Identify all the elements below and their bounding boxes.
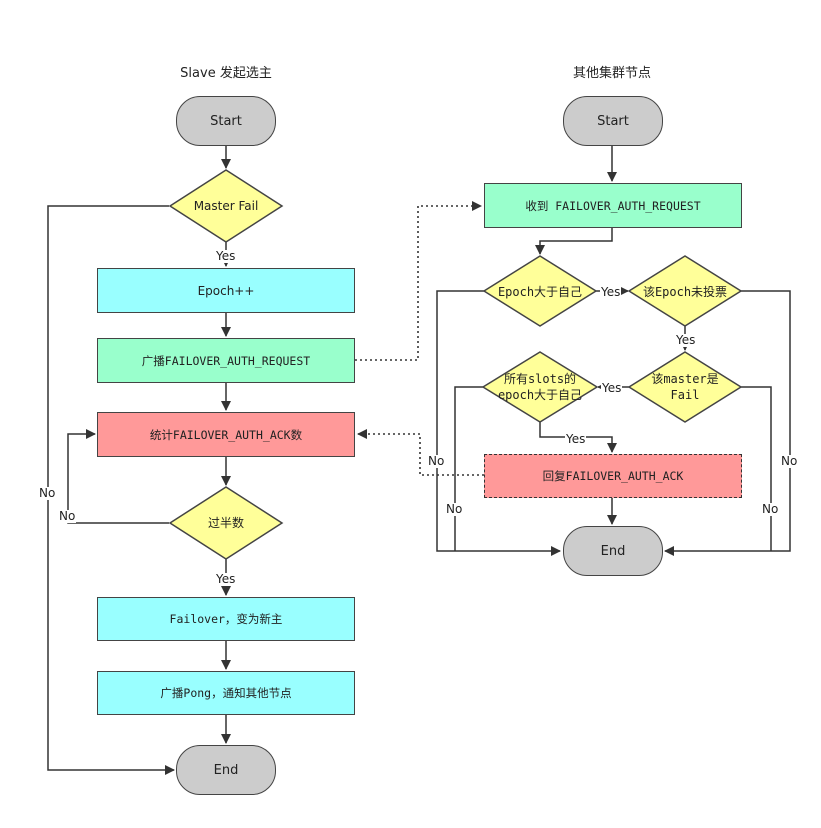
yes-label-master-is-fail: Yes: [601, 381, 623, 395]
count-ack-box: 统计FAILOVER_AUTH_ACK数: [97, 412, 355, 457]
left-title: Slave 发起选主: [180, 66, 272, 81]
edge-epochcheck-no: [436, 290, 561, 556]
no-label-majority: No: [58, 509, 77, 523]
yes-label-majority: Yes: [215, 572, 237, 586]
edge-notvoted-no: [664, 290, 791, 556]
no-label-master-is-fail: No: [761, 502, 780, 516]
broadcast-request-box: 广播FAILOVER_AUTH_REQUEST: [97, 338, 355, 383]
decision-master-is-fail: [627, 351, 743, 423]
edge-receive-to-epochcheck: [535, 228, 613, 255]
left-end-node: End: [176, 745, 276, 795]
edge-slots-no: [454, 386, 485, 551]
yes-label-not-voted: Yes: [675, 333, 697, 347]
decision-slots-epoch: [481, 351, 599, 423]
decision-majority: [168, 486, 284, 560]
receive-request-box: 收到 FAILOVER_AUTH_REQUEST: [484, 183, 742, 228]
edge-majority-no: [67, 429, 169, 524]
reply-ack-box: 回复FAILOVER_AUTH_ACK: [484, 454, 742, 498]
no-label-slots: No: [445, 502, 464, 516]
decision-epoch-gt-self: [482, 255, 598, 327]
edge-request-message: [355, 201, 482, 361]
right-end-node: End: [563, 526, 663, 576]
no-label-epoch-gt: No: [427, 454, 446, 468]
right-start-node: Start: [563, 96, 663, 146]
right-title: 其他集群节点: [572, 66, 651, 81]
no-label-not-voted: No: [780, 454, 799, 468]
edge-ack-message: [357, 429, 484, 476]
epoch-increment-box: Epoch++: [97, 268, 355, 313]
broadcast-pong-box: 广播Pong，通知其他节点: [97, 671, 355, 715]
yes-label-epoch-gt: Yes: [600, 285, 622, 299]
edge-rmasterfail-no: [741, 386, 772, 551]
yes-label-slots: Yes: [565, 432, 587, 446]
no-label-master-fail: No: [38, 486, 57, 500]
decision-master-fail: [168, 169, 284, 243]
decision-epoch-not-voted: [627, 255, 743, 327]
failover-box: Failover，变为新主: [97, 597, 355, 641]
left-start-node: Start: [176, 96, 276, 146]
yes-label-master-fail: Yes: [215, 249, 237, 263]
